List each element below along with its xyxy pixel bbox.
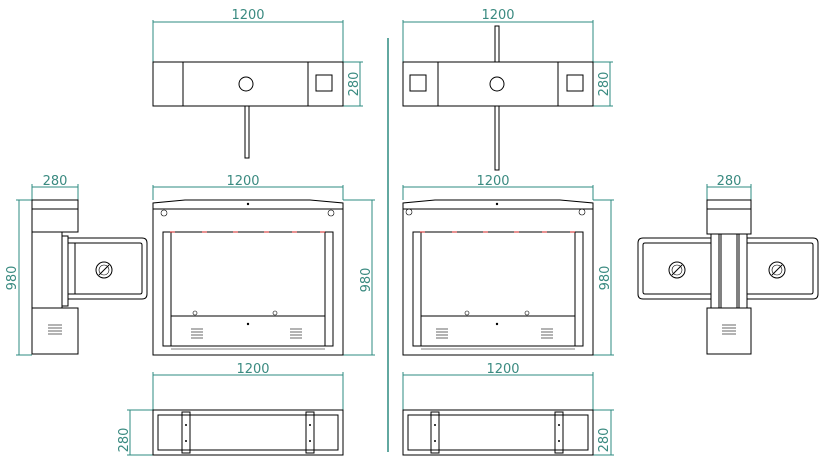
dim-width-label: 1200: [486, 362, 519, 377]
dim-width-label: 1200: [231, 8, 264, 23]
dim-width-label: 1200: [236, 362, 269, 377]
side-view-right: 280: [637, 174, 819, 355]
dim-width-label: 1200: [476, 174, 509, 189]
bottom-view-left: 1200 280: [117, 362, 344, 456]
dim-width-label: 1200: [226, 174, 259, 189]
bottom-view-right: 1200 280: [402, 362, 614, 456]
dim-height-label: 980: [5, 266, 20, 291]
front-view-right: 1200 980: [402, 174, 614, 356]
plan-view-left: 1200 280: [152, 8, 363, 159]
dim-height-label: 280: [117, 428, 132, 453]
front-view-left: 1200 980: [152, 174, 375, 356]
dim-height-label: 980: [359, 268, 374, 293]
dim-height-label: 280: [597, 72, 612, 97]
dim-width-label: 1200: [481, 8, 514, 23]
plan-view-right: 1200 280: [402, 8, 613, 171]
dim-height-label: 980: [598, 266, 613, 291]
dim-height-label: 280: [347, 72, 362, 97]
side-view-left: 280 980: [5, 174, 148, 356]
dim-height-label: 280: [597, 428, 612, 453]
dim-width-label: 280: [43, 174, 68, 189]
dim-width-label: 280: [717, 174, 742, 189]
